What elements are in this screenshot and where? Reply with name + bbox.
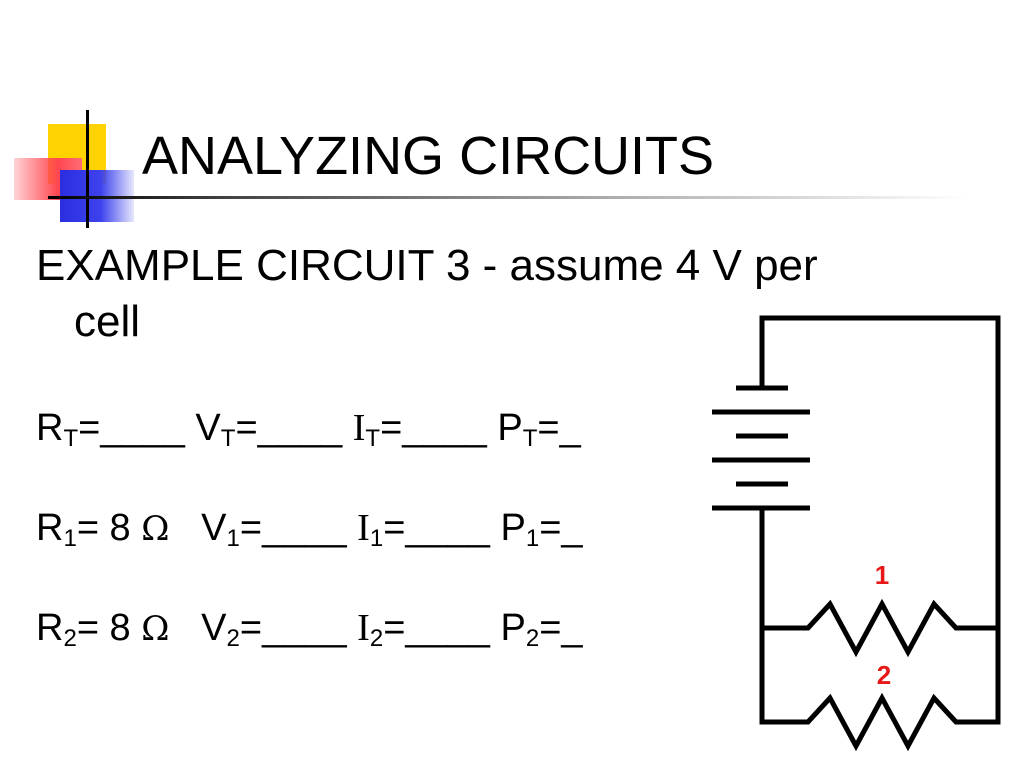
v2-subscript: 2 xyxy=(226,625,240,652)
resistor-1-label: 1 xyxy=(875,560,889,590)
parallel-branch-2-wire xyxy=(759,692,1001,752)
v1-subscript: 1 xyxy=(226,525,240,552)
r1-symbol: R xyxy=(36,507,64,549)
ohm-symbol: Ω xyxy=(141,509,170,549)
circuit-wire-top xyxy=(759,315,1001,725)
example-heading-line-2: cell xyxy=(74,297,141,346)
p-total-blank: =_ xyxy=(537,407,581,449)
v1-blank: =____ xyxy=(239,507,347,549)
p1-symbol: P xyxy=(500,507,526,549)
i1-symbol: I xyxy=(357,507,370,549)
equation-row-total: RT=____ VT=____ IT=____ PT=_ xyxy=(36,404,716,452)
r2-value: = 8 xyxy=(76,607,131,649)
example-heading-line-1: EXAMPLE CIRCUIT 3 - assume 4 V per xyxy=(36,241,818,290)
r-total-subscript: T xyxy=(63,425,79,452)
i-total-symbol: I xyxy=(352,407,366,449)
equation-row-r2: R2= 8 Ω V2=____ I2=____ P2=_ xyxy=(36,604,716,653)
p1-subscript: 1 xyxy=(525,525,540,552)
vertical-rule-decoration xyxy=(86,110,89,228)
i2-blank: =____ xyxy=(383,607,490,649)
title-underline xyxy=(48,196,968,199)
r1-value: = 8 xyxy=(76,507,131,549)
resistor-2-label: 2 xyxy=(877,660,891,690)
parallel-branch-1-wire xyxy=(759,598,1001,658)
v-total-symbol: V xyxy=(195,407,221,449)
r1-subscript: 1 xyxy=(63,525,77,552)
p-total-subscript: T xyxy=(522,425,538,452)
i2-symbol: I xyxy=(357,607,370,649)
equation-row-r1: R1= 8 Ω V1=____ I1=____ P1=_ xyxy=(36,504,716,553)
p2-symbol: P xyxy=(500,607,526,649)
r-total-blank: =____ xyxy=(78,407,185,449)
r2-subscript: 2 xyxy=(63,625,77,652)
p1-blank: =_ xyxy=(539,507,583,549)
ohm-symbol: Ω xyxy=(141,609,170,649)
v-total-blank: =____ xyxy=(235,407,343,449)
i2-subscript: 2 xyxy=(369,625,384,652)
slide-title: ANALYZING CIRCUITS xyxy=(142,126,715,186)
r-total-symbol: R xyxy=(36,407,64,449)
i-total-subscript: T xyxy=(365,425,381,452)
i1-blank: =____ xyxy=(383,507,490,549)
i1-subscript: 1 xyxy=(369,525,384,552)
v2-symbol: V xyxy=(201,607,227,649)
v-total-subscript: T xyxy=(220,425,236,452)
battery-symbol xyxy=(712,385,810,511)
p2-subscript: 2 xyxy=(525,625,540,652)
r2-symbol: R xyxy=(36,607,64,649)
v2-blank: =____ xyxy=(239,607,347,649)
example-heading: EXAMPLE CIRCUIT 3 - assume 4 V per cell xyxy=(36,238,976,350)
p2-blank: =_ xyxy=(539,607,583,649)
v1-symbol: V xyxy=(201,507,227,549)
p-total-symbol: P xyxy=(497,407,523,449)
i-total-blank: =____ xyxy=(380,407,487,449)
